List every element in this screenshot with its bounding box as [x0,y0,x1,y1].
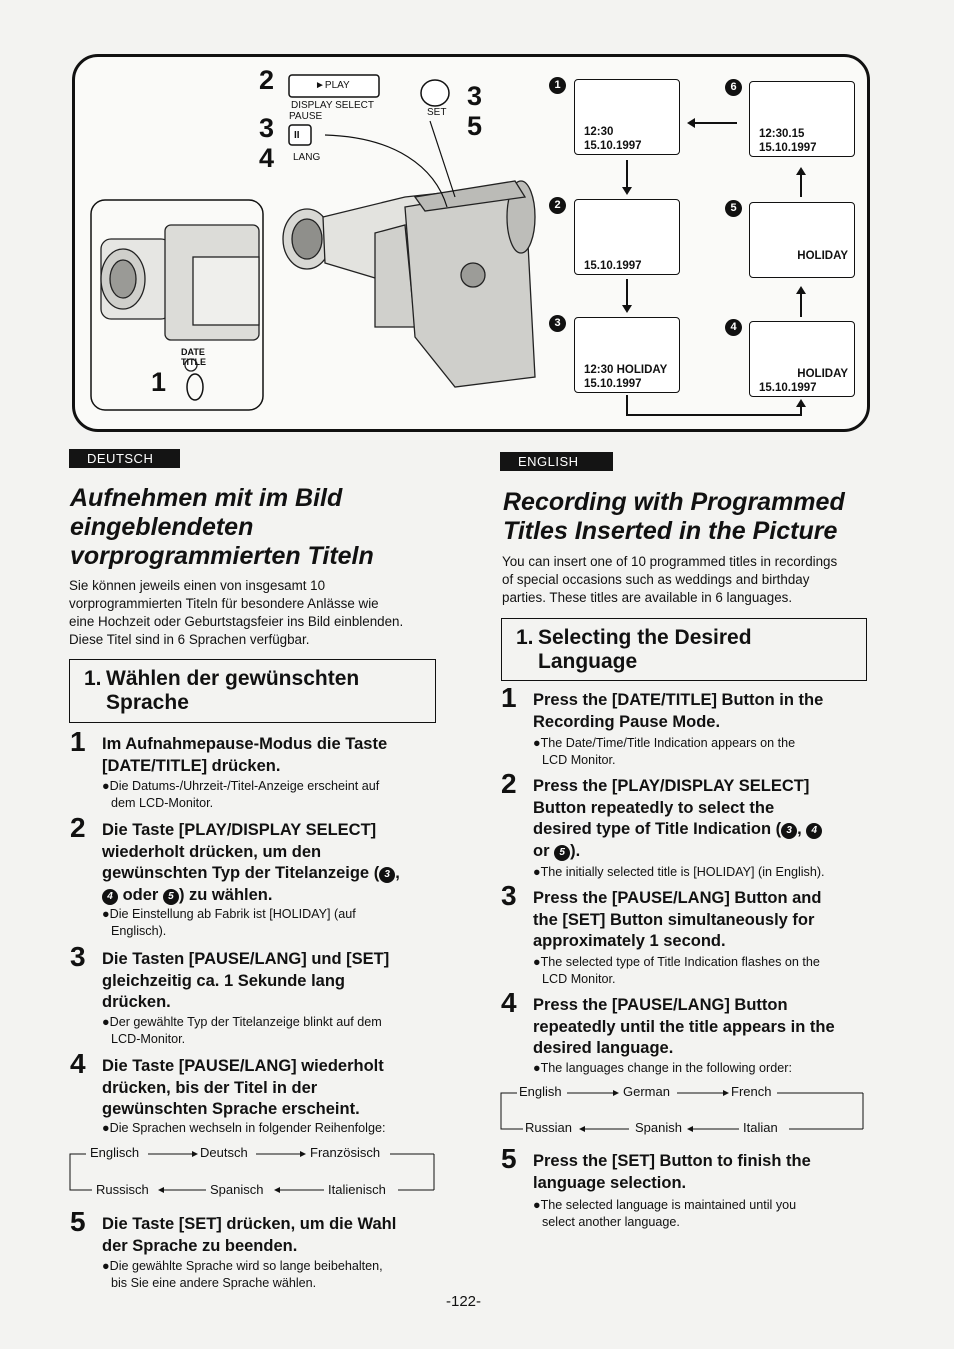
step-2-note-en: ●The initially selected title is [HOLIDA… [533,865,825,879]
step-5-note-en: ●The selected language is maintained unt… [533,1198,797,1229]
callout-3-set: 3 [467,81,483,111]
lang-tag-deutsch: DEUTSCH [69,449,180,468]
pause-symbol: II [294,130,300,141]
step-1-note-de: ●Die Datums-/Uhrzeit-/Titel-Anzeige ersc… [102,779,380,810]
lang-label: LANG [293,152,321,163]
section-heading-de: 1. Wählen der gewünschten Sprache [69,659,436,723]
step-4-note-de: ●Die Sprachen wechseln in folgender Reih… [102,1121,386,1135]
callout-5-set: 5 [467,111,483,141]
intro-de: Sie können jeweils einen von insgesamt 1… [69,578,404,647]
screen-marker-6: 6 [725,79,742,96]
lcd-screen-3: 12:30 HOLIDAY 15.10.1997 [574,317,680,393]
screen-marker-4: 4 [725,319,742,336]
screen-marker-3: 3 [549,315,566,332]
language-sequence-de: Englisch Deutsch Französisch Russisch Sp… [68,1144,436,1198]
screen-marker-1: 1 [549,77,566,94]
lang-tag-english: ENGLISH [500,452,613,471]
camcorder-illustration [90,74,806,416]
set-label: SET [427,107,447,118]
callout-4: 4 [259,143,275,173]
play-button-label: ►PLAY [315,80,350,91]
step-5-note-de: ●Die gewählte Sprache wird so lange beib… [102,1259,383,1290]
page-title-en: Recording with Programmed Titles Inserte… [503,488,845,545]
pause-label: PAUSE [289,111,323,122]
lcd-screen-5: HOLIDAY [749,202,855,278]
illustration-panel: ►PLAY DISPLAY SELECT PAUSE II LANG SET D… [72,54,870,432]
intro-en: You can insert one of 10 programmed titl… [502,554,838,605]
step-2-note-de: ●Die Einstellung ab Fabrik ist [HOLIDAY]… [102,907,356,938]
step-3-note-de: ●Der gewählte Typ der Titelanzeige blink… [102,1015,382,1046]
callout-2: 2 [259,65,275,95]
screen-marker-2: 2 [549,197,566,214]
step-1-note-en: ●The Date/Time/Title Indication appears … [533,736,796,767]
callout-1: 1 [151,367,167,397]
lcd-screen-2: 15.10.1997 [574,199,680,275]
language-sequence-en: English German French Russian Spanish It… [499,1083,865,1135]
lcd-screen-1: 12:30 15.10.1997 [574,79,680,155]
date-label: DATE [181,347,205,357]
page-number: -122- [446,1293,482,1310]
step-3-note-en: ●The selected type of Title Indication f… [533,955,820,986]
page-title-de: Aufnehmen mit im Bild eingeblendeten vor… [70,484,374,570]
lcd-screen-6: 12:30.15 15.10.1997 [749,81,855,157]
display-select-label: DISPLAY SELECT [291,100,374,111]
lcd-screen-4: HOLIDAY 15.10.1997 [749,321,855,397]
title-label: TITLE [181,357,206,367]
callout-3: 3 [259,113,275,143]
section-heading-en: 1. Selecting the Desired Language [501,618,867,681]
step-4-note-en: ●The languages change in the following o… [533,1061,792,1075]
screen-marker-5: 5 [725,200,742,217]
